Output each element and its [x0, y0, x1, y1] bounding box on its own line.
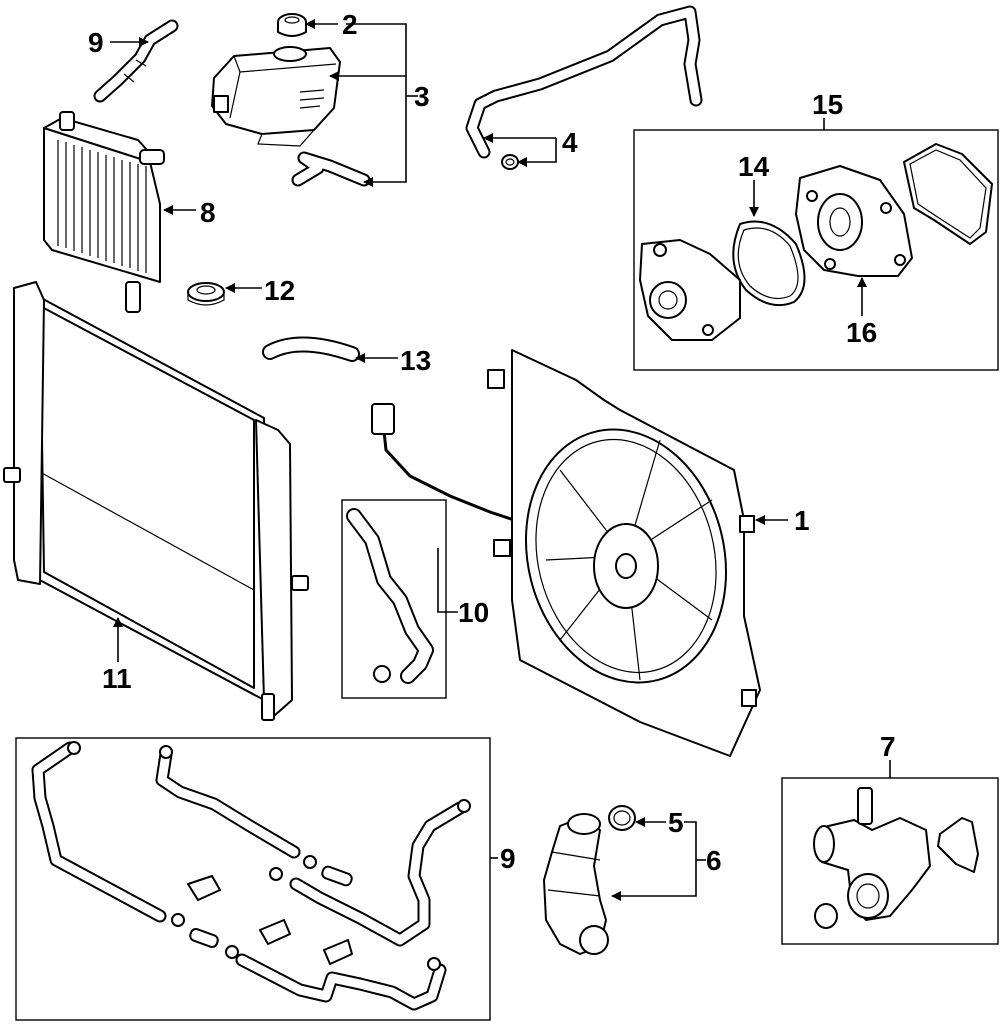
reservoir-hose-3	[291, 151, 371, 187]
callout-10: 10	[458, 597, 489, 628]
coolant-reservoir-3	[211, 46, 341, 147]
hose-kit-9	[31, 741, 471, 1011]
callout-4: 4	[562, 127, 578, 158]
fan-wire-harness	[371, 403, 515, 522]
radiator-cap-12	[187, 282, 225, 306]
hose-10	[346, 508, 434, 684]
callout-11: 11	[102, 663, 132, 694]
callout-8: 8	[200, 197, 216, 228]
thermostat-housing-7	[813, 787, 979, 929]
callout-13: 13	[400, 345, 431, 376]
water-pump-housing-16	[795, 165, 913, 277]
coolant-outlet-6	[543, 813, 609, 955]
group-box-water-pump	[633, 129, 999, 371]
reservoir-cap-2	[277, 13, 307, 37]
callout-14: 14	[738, 151, 770, 182]
hose-4	[465, 5, 703, 170]
gasket-14	[732, 220, 806, 306]
hose-13	[262, 336, 360, 362]
callout-3: 3	[414, 81, 430, 112]
callout-9-top: 9	[88, 27, 104, 58]
callout-15: 15	[812, 89, 843, 120]
callout-6: 6	[706, 845, 722, 876]
cooling-fan-assembly-1	[487, 349, 761, 757]
callout-1: 1	[794, 505, 810, 536]
water-pump-15	[639, 239, 741, 341]
group-box-hose-kit-9	[15, 737, 491, 1021]
group-box-hose-10	[341, 499, 447, 699]
callout-5: 5	[668, 807, 684, 838]
callout-2: 2	[342, 9, 358, 40]
upper-hose-9	[93, 19, 179, 103]
pump-cover-gasket-15	[903, 143, 993, 245]
o-ring-5	[608, 805, 636, 831]
auxiliary-radiator-8	[43, 111, 165, 313]
callout-16: 16	[846, 317, 877, 348]
callout-12: 12	[264, 275, 295, 306]
callout-9-bottom: 9	[500, 843, 516, 874]
main-radiator-11	[3, 281, 309, 721]
leader-lines	[110, 19, 891, 901]
callout-7: 7	[880, 731, 896, 762]
